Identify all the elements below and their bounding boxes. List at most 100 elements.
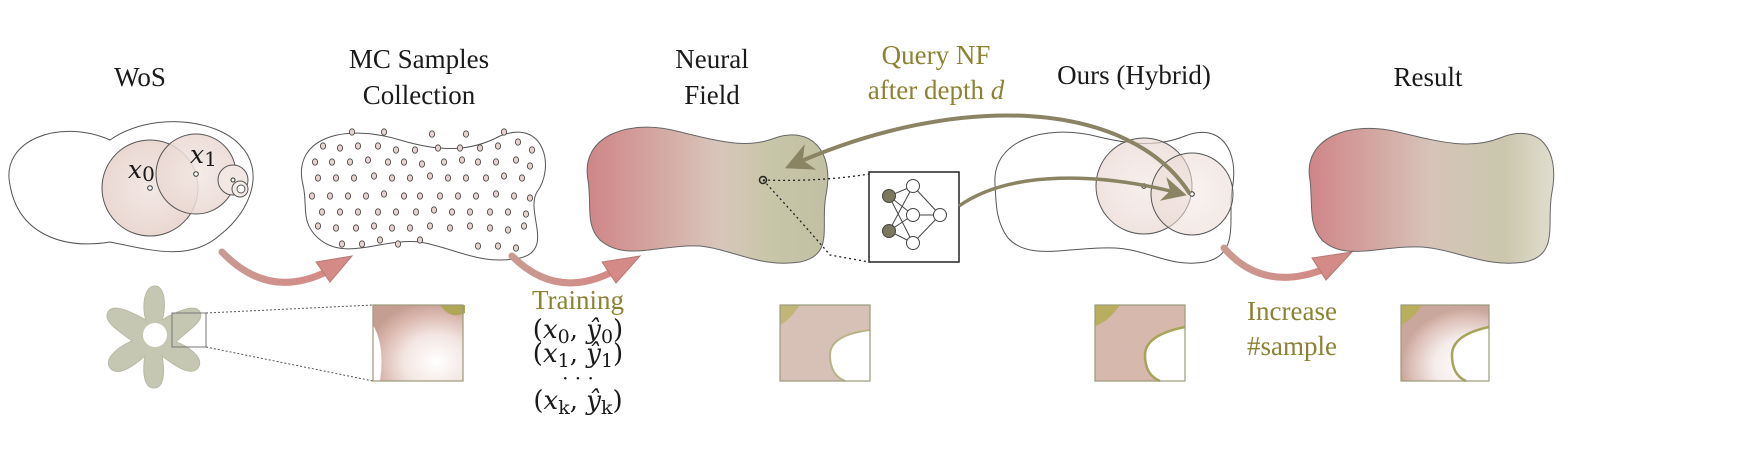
result-shape	[1308, 127, 1555, 264]
mc-sample-point	[370, 222, 378, 230]
wos-label-x0: x0	[128, 155, 155, 186]
domain-star-hole	[143, 323, 167, 347]
arrow-wos-to-mc-head	[315, 255, 354, 283]
mc-sample-point	[406, 174, 414, 182]
mc-sample-points	[308, 128, 536, 252]
training-pair: (xk, ŷk)	[533, 386, 622, 419]
mc-sample-point	[354, 208, 362, 216]
network-input-node-2	[882, 224, 896, 238]
mc-sample-point	[428, 130, 436, 138]
neural-field-shape	[586, 126, 829, 264]
mc-sample-point	[522, 210, 530, 218]
mc-sample-point	[474, 158, 482, 166]
mc-sample-point	[328, 158, 336, 166]
wos-point-x0	[147, 185, 153, 191]
mc-sample-point	[454, 192, 462, 200]
mc-sample-point	[458, 156, 466, 164]
mc-sample-point	[472, 192, 480, 200]
mc-sample-point	[514, 138, 522, 146]
mc-sample-point	[486, 208, 494, 216]
nf-link-dotted-bottom	[762, 179, 870, 263]
mc-sample-point	[528, 146, 536, 154]
mc-sample-point	[416, 236, 424, 244]
stage-title-wos: WoS	[114, 62, 166, 92]
arrow-mc-to-nf-head	[601, 255, 642, 284]
mc-sample-point	[400, 158, 408, 166]
mc-sample-point	[494, 142, 502, 150]
mc-sample-point	[504, 226, 512, 234]
query-arrow	[784, 113, 1192, 196]
training-ellipsis: · · ·	[562, 366, 594, 390]
mc-sample-point	[400, 192, 408, 200]
network-output-node	[933, 208, 947, 222]
mc-sample-point	[332, 224, 340, 232]
mc-sample-point	[486, 224, 494, 232]
mc-sample-point	[392, 146, 400, 154]
nf-link-dotted-top	[762, 173, 870, 182]
network-input-node-1	[882, 189, 896, 203]
mc-sample-point	[512, 244, 520, 252]
mc-sample-point	[500, 172, 508, 180]
mc-sample-point	[326, 192, 334, 200]
mc-sample-point	[380, 190, 388, 198]
arrow-wos-to-mc	[218, 248, 330, 286]
stage-title-nf-line2: Field	[684, 80, 740, 110]
mc-sample-point	[500, 128, 508, 136]
mc-sample-point	[364, 156, 372, 164]
inset-neural-field	[779, 304, 871, 382]
mc-sample-point	[494, 242, 502, 250]
query-depth-label: after depth d	[868, 75, 1005, 105]
mc-sample-point	[416, 192, 424, 200]
mc-sample-point	[319, 142, 327, 150]
zoom-line-top	[205, 304, 374, 314]
stage-title-mc-line2: Collection	[363, 80, 476, 110]
mc-sample-point	[346, 158, 354, 166]
mc-sample-point	[510, 192, 518, 200]
mc-sample-point	[426, 172, 434, 180]
stage-title-hybrid: Ours (Hybrid)	[1057, 60, 1211, 90]
increase-label-line1: Increase	[1247, 296, 1337, 326]
training-label: Training	[532, 285, 624, 315]
mc-sample-point	[354, 142, 362, 150]
mc-sample-point	[314, 174, 322, 182]
mc-sample-point	[430, 206, 438, 214]
arrow-mc-to-nf	[508, 252, 616, 287]
mc-sample-point	[350, 174, 358, 182]
mc-sample-point	[352, 224, 360, 232]
arrow-hybrid-to-result	[1220, 244, 1326, 281]
inset-result	[1400, 304, 1490, 383]
mc-sample-point	[362, 192, 370, 200]
mc-sample-point	[444, 174, 452, 182]
mc-sample-point	[384, 158, 392, 166]
stage-title-result: Result	[1393, 62, 1463, 92]
mc-sample-point	[358, 240, 366, 248]
mc-sample-point	[476, 144, 484, 152]
mc-sample-point	[446, 224, 454, 232]
mc-sample-point	[308, 192, 316, 200]
mc-sample-point	[462, 130, 470, 138]
nf-query-point	[758, 175, 768, 185]
mc-sample-point	[440, 158, 448, 166]
mc-sample-point	[526, 162, 534, 170]
mc-sample-point	[448, 208, 456, 216]
zoom-line-bottom	[205, 346, 374, 382]
training-pairs: (x0, ŷ0)(x1, ŷ1)(xk, ŷk)	[533, 315, 623, 419]
mc-sample-point	[512, 156, 520, 164]
inset-hybrid	[1094, 304, 1186, 383]
network-hidden-node-1	[906, 179, 920, 193]
mc-sample-point	[466, 222, 474, 230]
training-pair: (x1, ŷ1)	[533, 339, 623, 372]
network-hidden-node-2	[906, 208, 920, 222]
mc-sample-point	[456, 144, 464, 152]
mc-sample-point	[434, 144, 442, 152]
mc-sample-point	[394, 240, 402, 248]
mc-sample-point	[466, 208, 474, 216]
wos-point-x1	[193, 171, 199, 177]
mc-sample-point	[314, 222, 322, 230]
mc-sample-point	[374, 208, 382, 216]
mc-sample-point	[336, 144, 344, 152]
mc-sample-point	[426, 222, 434, 230]
wos-sphere-4	[236, 184, 246, 194]
stage-title-nf-line1: Neural	[675, 44, 748, 74]
